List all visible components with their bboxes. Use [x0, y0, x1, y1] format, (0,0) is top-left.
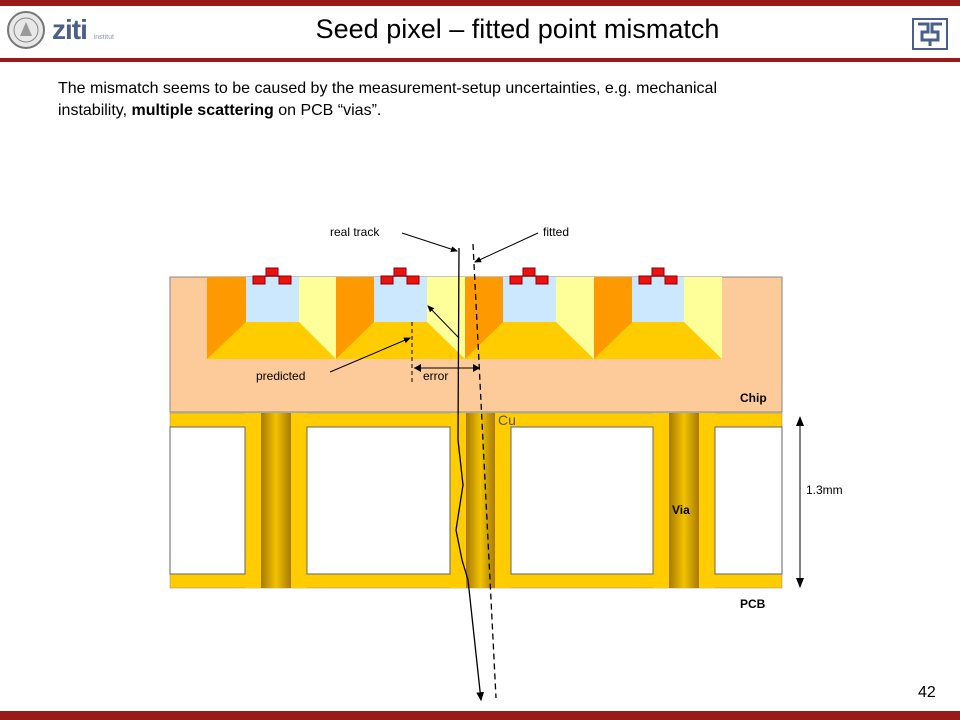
label-fitted: fitted: [543, 225, 569, 239]
sensor-pixel-1: [207, 277, 336, 359]
sensor-pixel-2: [336, 277, 465, 359]
page-title: Seed pixel – fitted point mismatch: [315, 14, 720, 44]
thickness-dimension-arrow: [796, 416, 804, 588]
description-text: The mismatch seems to be caused by the m…: [58, 78, 898, 122]
label-thickness: 1.3mm: [806, 483, 843, 497]
top-accent-bar: [0, 0, 960, 6]
label-error: error: [423, 369, 448, 383]
pcb-board: [169, 412, 783, 589]
fitted-track-line: [472, 243, 497, 699]
sensor-pixel-4: [594, 277, 722, 359]
page-number: 42: [918, 684, 936, 701]
bump-pad-4: [638, 267, 678, 285]
bump-pad-1: [252, 267, 292, 285]
description-line-2-end: on PCB “vias”.: [273, 102, 382, 119]
ziti-logo: ziti institut: [52, 14, 114, 45]
description-emphasis: multiple scattering: [131, 102, 274, 119]
label-predicted: predicted: [256, 369, 305, 383]
predicted-pointer: [329, 337, 411, 373]
description-line-1: The mismatch seems to be caused by the m…: [58, 80, 717, 97]
via-1: [261, 413, 291, 588]
description-line-2-start: instability,: [58, 102, 132, 119]
institute-emblem-icon: [912, 18, 948, 55]
university-seal-logo: [6, 10, 46, 55]
label-pcb: PCB: [740, 597, 766, 611]
label-real-track: real track: [330, 225, 380, 239]
real-track-line: [455, 247, 485, 702]
sensor-pixel-3: [465, 277, 594, 359]
via-2: [466, 413, 495, 588]
label-chip: Chip: [740, 391, 767, 405]
bottom-accent-bar: [0, 711, 960, 720]
bump-pad-2: [380, 267, 420, 285]
via-3: [669, 413, 699, 588]
label-cu: Cu: [498, 412, 516, 428]
fitted-pointer: [474, 232, 539, 263]
header-divider: [0, 58, 960, 62]
label-via: Via: [672, 503, 690, 517]
real-track-pointer: [401, 232, 458, 252]
scatter-pointer: [427, 305, 460, 339]
bump-pad-3: [509, 267, 549, 285]
